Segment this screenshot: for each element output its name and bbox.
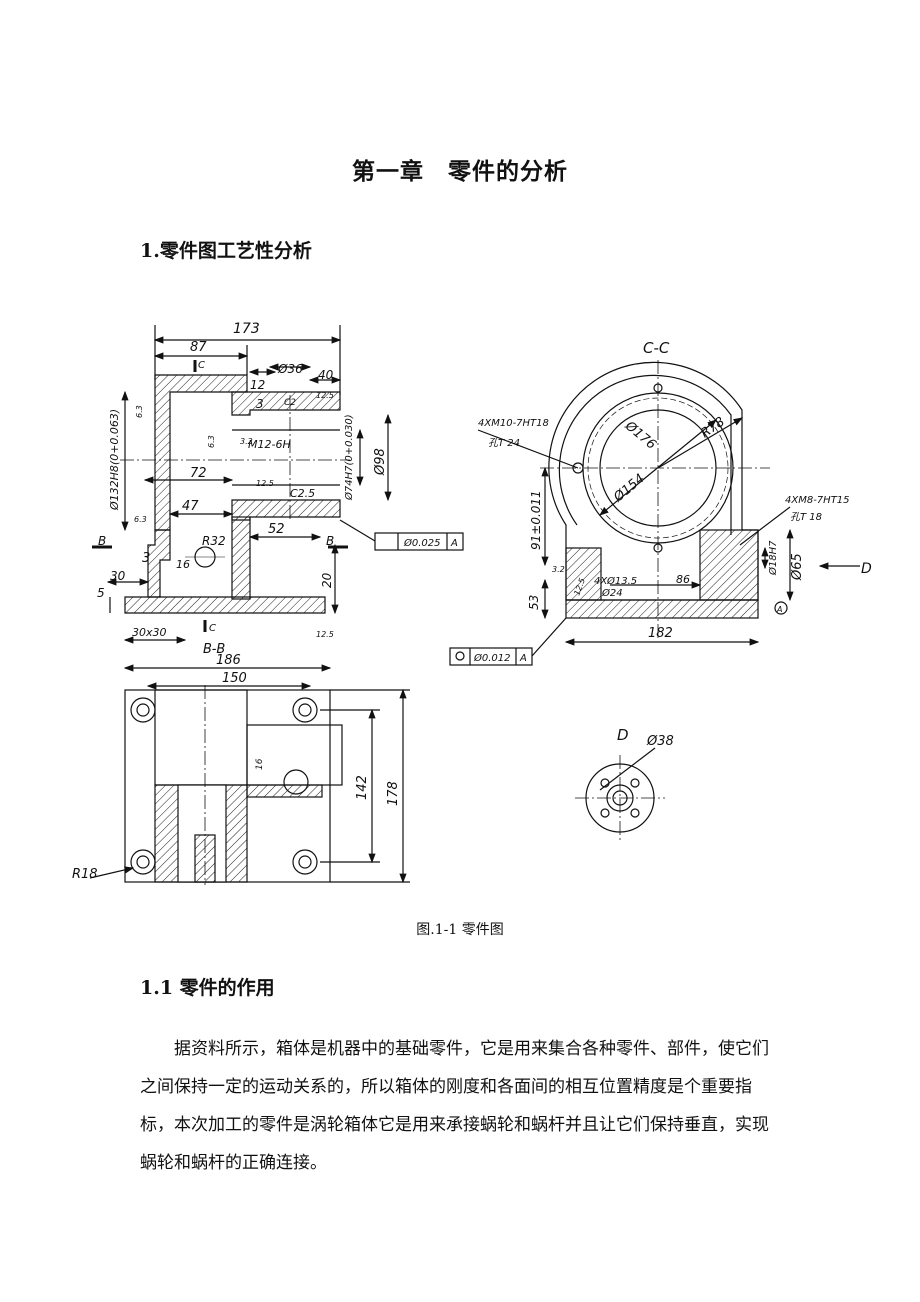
dim-12: 12 (250, 378, 265, 392)
view-d (575, 747, 665, 840)
roughness-63-c: 6.3 (134, 515, 147, 524)
roughness-63-b: 6.3 (207, 435, 216, 448)
dim-30: 30 (110, 569, 126, 583)
dim-20: 20 (320, 572, 334, 588)
section-mark-b-left: B (98, 534, 106, 548)
dim-16-plan: 16 (255, 758, 265, 770)
body-paragraph: 据资料所示，箱体是机器中的基础零件，它是用来集合各种零件、部件，使它们之间保持一… (140, 1039, 769, 1173)
dim-87: 87 (190, 340, 207, 355)
tolerance-0012: Ø0.012 (473, 652, 511, 664)
dim-142: 142 (355, 775, 370, 800)
dim-91: 91±0.011 (529, 490, 543, 550)
section-mark-c-bottom: C (209, 623, 216, 634)
hole-13-5: 4XØ13.5 (594, 575, 637, 587)
thread-m10-depth: 孔T 24 (488, 437, 520, 449)
chamfer-c25: C2.5 (290, 487, 315, 500)
thread-m12: M12-6H (248, 438, 291, 451)
view-label-c-c: C-C (643, 339, 670, 357)
dim-98: Ø98 (373, 448, 388, 476)
section-mark-b-right: B (326, 534, 334, 548)
roughness-63-a: 6.3 (135, 405, 144, 418)
dim-18h7: Ø18H7 (767, 540, 779, 576)
dim-3-top: 3 (256, 397, 264, 411)
section-view-cc (449, 360, 860, 666)
radius-r32: R32 (202, 534, 226, 548)
dim-38: Ø38 (646, 734, 674, 749)
section-heading-2: 1.1 零件的作用 (140, 977, 275, 999)
chamfer-c2: C2 (284, 398, 296, 408)
thread-m8: 4XM8-7HT15 (785, 495, 850, 506)
dim-182: 182 (648, 626, 673, 641)
roughness-125-b: 12.5 (256, 479, 274, 488)
dim-86: 86 (676, 573, 690, 586)
section-mark-c-top: C (198, 360, 205, 371)
tolerance-0025: Ø0.025 (403, 537, 441, 549)
chapter-title: 第一章 零件的分析 (352, 158, 568, 185)
dim-150: 150 (222, 671, 247, 686)
view-label-b-b: B-B (203, 642, 225, 657)
figure-caption: 图.1-1 零件图 (416, 922, 504, 938)
dim-65: Ø65 (790, 553, 805, 581)
dim-52: 52 (268, 522, 285, 537)
radius-r78: R78 (698, 414, 728, 441)
dim-16: 16 (176, 558, 190, 571)
view-label-d: D (617, 726, 629, 744)
datum-a-2: A (519, 653, 527, 664)
dim-53: 53 (527, 595, 541, 610)
counterbore-24: Ø24 (601, 587, 623, 599)
dim-72: 72 (190, 466, 207, 481)
part-drawing: 173 87 Ø36 40 12 3 C2 M12-6H 72 47 C2.5 … (72, 321, 872, 885)
radius-r18: R18 (72, 867, 98, 882)
section-view-main (92, 325, 464, 644)
dim-173: 173 (233, 321, 260, 337)
view-arrow-d: D (861, 561, 872, 577)
dim-47: 47 (182, 499, 199, 514)
datum-a-3: A (776, 605, 782, 614)
dim-176: Ø176 (621, 418, 658, 453)
thread-m8-depth: 孔T 18 (790, 511, 822, 523)
section-heading-1: 1.零件图工艺性分析 (140, 240, 312, 262)
dim-30x30: 30x30 (132, 626, 167, 639)
roughness-32-right: 3.2 (552, 565, 565, 574)
dim-154: Ø154 (610, 471, 647, 506)
dim-40: 40 (318, 368, 334, 382)
plan-view (89, 664, 410, 885)
thread-m10: 4XM10-7HT18 (478, 418, 549, 429)
tolerance-132: Ø132H8(0+0.063) (108, 409, 121, 511)
roughness-125-c: 12.5 (316, 630, 334, 639)
dim-36: Ø36 (277, 362, 303, 376)
dim-178: 178 (386, 781, 401, 806)
dim-5: 5 (97, 586, 105, 600)
tolerance-74: Ø74H7(0+0.030) (343, 414, 355, 501)
datum-a: A (450, 538, 458, 549)
dim-3-side: 3 (142, 551, 150, 566)
dim-186: 186 (216, 653, 241, 668)
roughness-32: 3.2 (240, 437, 253, 446)
roughness-125-a: 12.5 (316, 391, 334, 400)
